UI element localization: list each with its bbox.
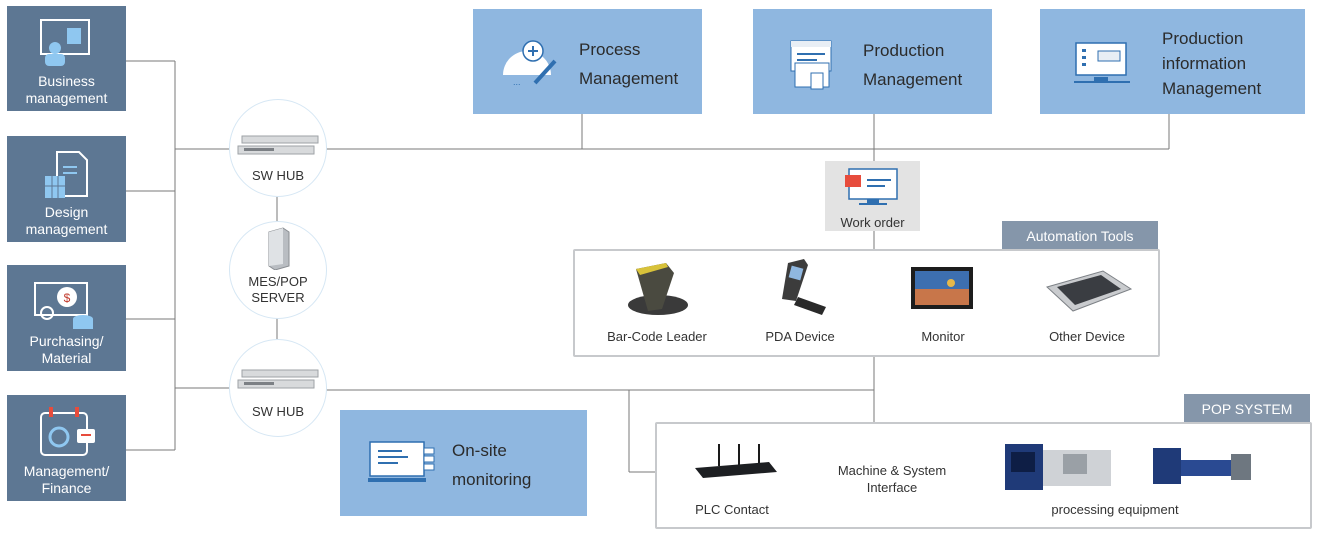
production-information-management-label: Production information Management bbox=[1162, 29, 1262, 98]
business-management-box[interactable]: Business management bbox=[7, 6, 126, 111]
automation-tools-tab[interactable]: Automation Tools bbox=[1002, 221, 1158, 251]
svg-text:...: ... bbox=[513, 77, 521, 85]
pop-system-tab[interactable]: POP SYSTEM bbox=[1184, 394, 1310, 424]
onsite-monitoring-box[interactable]: On-site monitoring bbox=[340, 410, 587, 516]
work-order[interactable]: Work order bbox=[825, 161, 920, 231]
injection-machine-icon bbox=[1153, 448, 1251, 484]
sw-hub-top-label: SW HUB bbox=[252, 168, 304, 183]
production-info-icon bbox=[1074, 42, 1130, 83]
processing-machine-icon bbox=[1005, 444, 1111, 490]
mes-pop-server-label: MES/POP SERVER bbox=[248, 274, 308, 305]
other-device-icon bbox=[1046, 270, 1133, 312]
finance-icon bbox=[40, 407, 95, 456]
process-management-box[interactable]: ... Process Management bbox=[473, 9, 702, 114]
switch-hub-icon bbox=[237, 369, 319, 389]
process-management-label: Process Management bbox=[579, 40, 679, 88]
production-management-label: Production Management bbox=[863, 41, 963, 89]
production-information-management-box[interactable]: Production information Management bbox=[1040, 9, 1305, 114]
work-order-monitor-icon bbox=[845, 168, 898, 205]
sw-hub-top[interactable]: SW HUB bbox=[229, 99, 327, 197]
server-icon bbox=[268, 227, 290, 270]
business-icon bbox=[40, 19, 90, 66]
purchasing-icon: $ bbox=[34, 282, 93, 329]
management-finance-box[interactable]: Management/ Finance bbox=[7, 395, 126, 501]
pda-device-icon bbox=[782, 259, 826, 315]
automation-tools-panel: Bar-Code Leader PDA Device Monitor Other… bbox=[573, 249, 1160, 357]
machine-system-interface-label: Machine & System Interface bbox=[837, 463, 947, 495]
barcode-scanner-icon bbox=[628, 263, 688, 315]
sw-hub-bottom[interactable]: SW HUB bbox=[229, 339, 327, 437]
monitor-device-icon bbox=[911, 267, 973, 309]
mes-pop-server[interactable]: MES/POP SERVER bbox=[229, 221, 327, 319]
onsite-monitoring-label: On-site monitoring bbox=[452, 441, 532, 489]
router-icon bbox=[695, 444, 777, 478]
device-label-other: Other Device bbox=[1049, 329, 1125, 344]
sw-hub-bottom-label: SW HUB bbox=[252, 404, 304, 419]
plc-contact-label: PLC Contact bbox=[695, 502, 769, 517]
work-order-label: Work order bbox=[840, 215, 905, 230]
purchasing-material-box[interactable]: $ Purchasing/ Material bbox=[7, 265, 126, 371]
device-label-monitor: Monitor bbox=[921, 329, 965, 344]
purchasing-material-label: Purchasing/ Material bbox=[29, 333, 104, 366]
processing-equipment-label: processing equipment bbox=[1051, 502, 1179, 517]
management-finance-label: Management/ Finance bbox=[23, 463, 110, 496]
production-icon bbox=[790, 40, 832, 90]
onsite-monitor-icon bbox=[368, 441, 435, 482]
design-management-label: Design management bbox=[25, 204, 108, 237]
production-management-box[interactable]: Production Management bbox=[753, 9, 992, 114]
design-icon bbox=[45, 151, 88, 198]
svg-text:$: $ bbox=[64, 291, 71, 305]
design-management-box[interactable]: Design management bbox=[7, 136, 126, 242]
business-management-label: Business management bbox=[25, 73, 108, 106]
device-label-barcode: Bar-Code Leader bbox=[607, 329, 707, 344]
switch-hub-icon bbox=[237, 135, 319, 155]
device-label-pda: PDA Device bbox=[765, 329, 835, 344]
pop-system-panel: PLC Contact Machine & System Interface p… bbox=[655, 422, 1312, 529]
process-icon: ... bbox=[503, 40, 557, 85]
